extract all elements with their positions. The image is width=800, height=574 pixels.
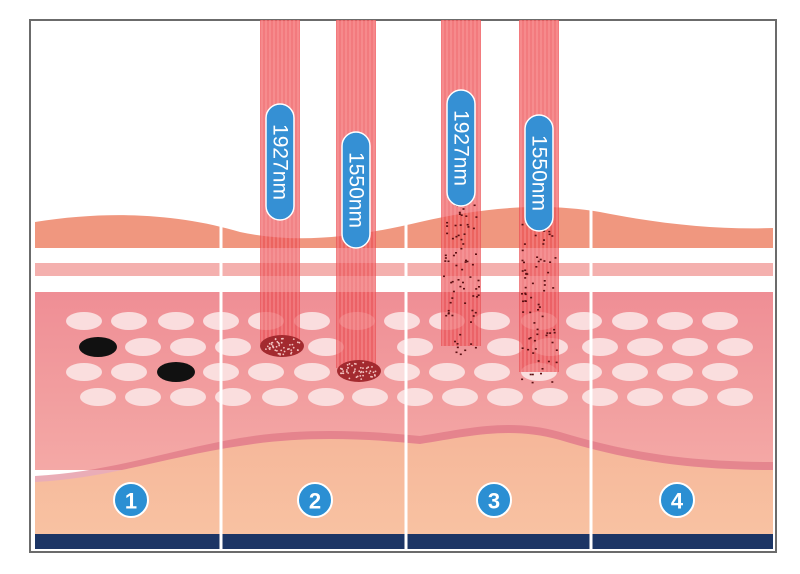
skin-cell <box>384 312 420 330</box>
skin-cell <box>582 388 618 406</box>
skin-cell <box>384 363 420 381</box>
skin-cell <box>717 338 753 356</box>
skin-cell <box>294 312 330 330</box>
skin-cell <box>672 388 708 406</box>
skin-cell <box>717 388 753 406</box>
skin-cell <box>582 338 618 356</box>
stage-badge: 4 <box>659 482 695 518</box>
skin-cell <box>66 312 102 330</box>
skin-cell <box>532 388 568 406</box>
skin-cell <box>158 312 194 330</box>
skin-cell <box>612 363 648 381</box>
skin-cell <box>702 363 738 381</box>
skin-cell <box>66 363 102 381</box>
stage-number: 4 <box>671 489 684 514</box>
skin-cell <box>215 388 251 406</box>
skin-cell <box>566 363 602 381</box>
laser-beam <box>441 20 481 346</box>
wavelength-text: 1927nm <box>269 124 292 200</box>
skin-cell <box>262 388 298 406</box>
skin-cell <box>566 312 602 330</box>
wavelength-text: 1927nm <box>450 110 473 186</box>
skin-cell <box>352 388 388 406</box>
skin-cell <box>672 338 708 356</box>
base-band <box>35 534 773 549</box>
stage-number: 1 <box>125 489 137 514</box>
skin-cell <box>215 338 251 356</box>
skin-cell <box>111 312 147 330</box>
skin-cell <box>397 388 433 406</box>
skin-cell <box>612 312 648 330</box>
stage-number: 2 <box>309 489 321 514</box>
beam-label: 1927nm <box>265 103 295 221</box>
skin-cell <box>248 363 284 381</box>
skin-cell <box>170 388 206 406</box>
skin-cell <box>125 388 161 406</box>
skin-cell <box>487 388 523 406</box>
beam-label: 1550nm <box>524 114 554 232</box>
basal-band <box>35 263 773 276</box>
skin-cell <box>308 388 344 406</box>
skin-cell <box>294 363 330 381</box>
skin-cell <box>487 338 523 356</box>
stage-badge: 3 <box>476 482 512 518</box>
skin-cell <box>442 388 478 406</box>
skin-cell <box>125 338 161 356</box>
skin-cell <box>429 363 465 381</box>
beam-label: 1550nm <box>341 131 371 249</box>
skin-cell <box>474 312 510 330</box>
coagulation-zone <box>260 335 304 357</box>
skin-cell <box>308 338 344 356</box>
skin-cell <box>80 388 116 406</box>
stage-number: 3 <box>488 489 500 514</box>
skin-cells <box>66 312 753 406</box>
stage-dividers <box>219 200 593 549</box>
pigment-spot <box>157 362 195 382</box>
skin-cell <box>111 363 147 381</box>
microscopic-debris <box>443 200 558 384</box>
skin-cell <box>474 363 510 381</box>
wavelength-text: 1550nm <box>528 135 551 211</box>
skin-cell <box>170 338 206 356</box>
wavelength-text: 1550nm <box>345 152 368 228</box>
skin-cell <box>627 388 663 406</box>
skin-cell <box>657 312 693 330</box>
skin-cell <box>702 312 738 330</box>
skin-cell <box>397 338 433 356</box>
pigment-spot <box>79 337 117 357</box>
stage-badge: 1 <box>113 482 149 518</box>
skin-cell <box>627 338 663 356</box>
skin-cell <box>657 363 693 381</box>
stage-badge: 2 <box>297 482 333 518</box>
beam-label: 1927nm <box>446 89 476 207</box>
coagulation-texture <box>265 337 377 380</box>
